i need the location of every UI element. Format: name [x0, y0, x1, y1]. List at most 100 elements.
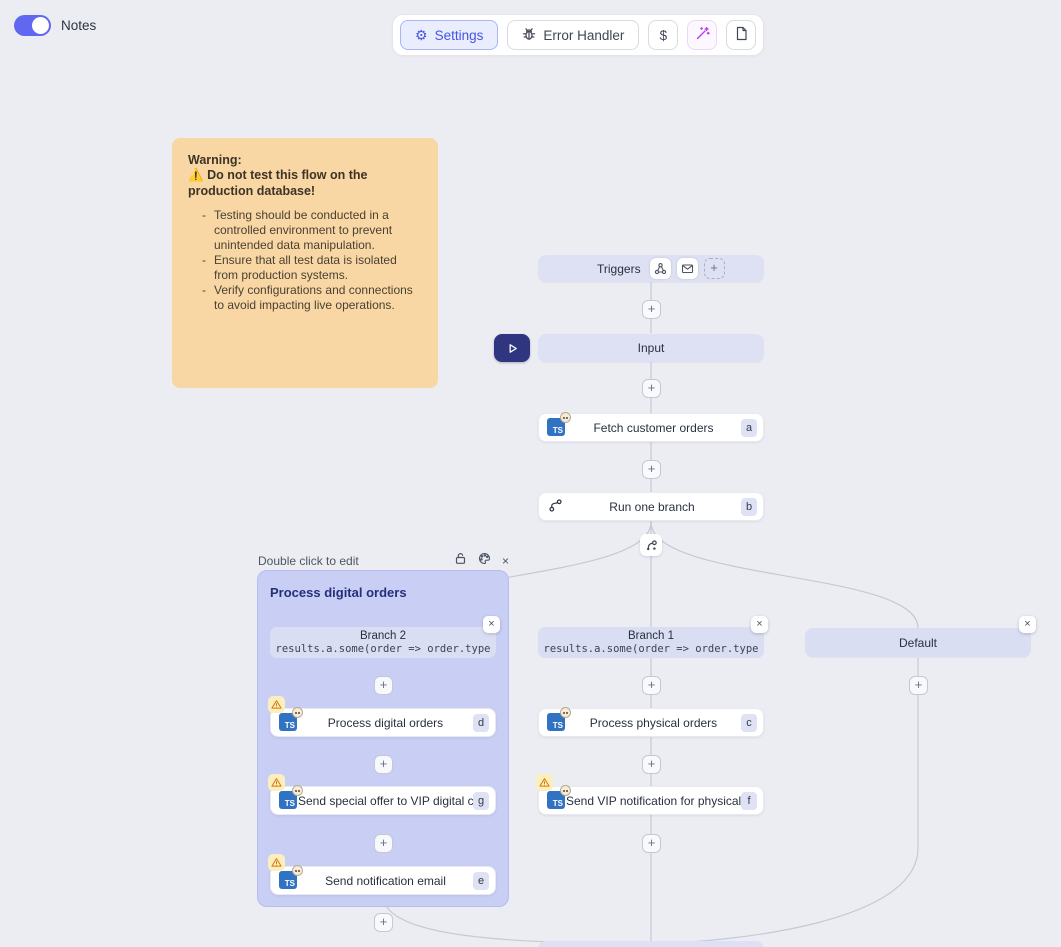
insert-step-button[interactable]: +	[374, 913, 393, 932]
note-alert: ⚠️ Do not test this flow on the producti…	[188, 168, 368, 198]
warning-badge	[536, 774, 553, 791]
plus-icon: +	[379, 835, 388, 850]
notes-toggle-group: Notes	[14, 15, 96, 36]
error-handler-label: Error Handler	[543, 27, 625, 43]
step-node-run-one-branch[interactable]: Run one branch b	[538, 492, 764, 521]
branch2-node[interactable]: Branch 2 results.a.some(order => order.t…	[270, 627, 496, 658]
insert-step-button[interactable]: +	[642, 676, 661, 695]
typescript-icon: TS	[279, 785, 303, 810]
group-edit-hint: Double click to edit	[258, 554, 359, 568]
step-id-badge: b	[741, 497, 757, 516]
step-id-badge: d	[473, 713, 489, 732]
plus-icon: +	[647, 301, 656, 316]
warning-emoji-icon: ⚠️	[188, 168, 204, 182]
run-flow-button[interactable]	[494, 334, 530, 362]
top-toolbar: ⚙ Settings Error Handler $	[392, 14, 765, 56]
triggers-node[interactable]: Triggers +	[538, 255, 764, 282]
plus-icon: +	[379, 677, 388, 692]
branch-condition: results.a.some(order => order.type	[543, 642, 759, 655]
step-label: Process digital orders	[327, 715, 444, 730]
settings-label: Settings	[434, 27, 484, 43]
plus-icon: +	[647, 756, 656, 771]
bun-runtime-icon	[560, 785, 571, 796]
branch-condition: results.a.some(order => order.type	[275, 642, 491, 655]
group-close-icon[interactable]: ×	[501, 554, 509, 568]
warning-badge	[268, 774, 285, 791]
email-trigger-button[interactable]	[676, 258, 698, 279]
typescript-icon: TS	[279, 707, 303, 732]
triggers-label: Triggers	[597, 261, 641, 276]
insert-step-button[interactable]: +	[642, 834, 661, 853]
step-node-send-notification-email[interactable]: TS Send notification email e	[270, 865, 496, 895]
bun-runtime-icon	[292, 865, 303, 876]
add-trigger-button[interactable]: +	[703, 258, 725, 279]
next-step-node[interactable]	[538, 941, 764, 947]
typescript-icon: TS	[547, 412, 571, 437]
insert-step-button[interactable]: +	[374, 834, 393, 853]
insert-step-button[interactable]: +	[642, 300, 661, 319]
input-node[interactable]: Input	[538, 334, 764, 362]
magic-wand-icon	[695, 26, 710, 44]
step-node-process-digital-orders[interactable]: TS Process digital orders d	[270, 707, 496, 737]
branch1-node[interactable]: Branch 1 results.a.some(order => order.t…	[538, 627, 764, 658]
notes-toggle[interactable]	[14, 15, 51, 36]
play-icon	[509, 343, 517, 353]
branch-split-icon	[640, 534, 662, 556]
step-node-process-physical-orders[interactable]: TS Process physical orders c	[538, 707, 764, 737]
warning-badge	[268, 696, 285, 713]
insert-step-button[interactable]: +	[374, 676, 393, 695]
plus-icon: +	[379, 756, 388, 771]
plus-icon: +	[647, 380, 656, 395]
insert-step-button[interactable]: +	[374, 755, 393, 774]
remove-branch1-button[interactable]: ×	[751, 616, 768, 633]
document-button[interactable]	[726, 20, 757, 50]
step-label: Send VIP notification for physical...	[566, 793, 741, 808]
group-process-digital-orders[interactable]	[257, 570, 509, 907]
typescript-icon: TS	[279, 865, 303, 890]
step-node-fetch-customer-orders[interactable]: TS Fetch customer orders a	[538, 412, 764, 442]
warning-note[interactable]: Warning: ⚠️ Do not test this flow on the…	[172, 138, 438, 388]
default-branch-node[interactable]: Default	[805, 628, 1031, 657]
insert-step-button[interactable]: +	[909, 676, 928, 695]
error-handler-button[interactable]: Error Handler	[507, 20, 640, 50]
close-icon: ×	[756, 618, 763, 630]
ai-wand-button[interactable]	[687, 20, 718, 50]
remove-default-branch-button[interactable]: ×	[1019, 616, 1036, 633]
lock-icon[interactable]	[454, 552, 467, 570]
note-title: Warning:	[188, 153, 242, 167]
warning-badge	[268, 854, 285, 871]
insert-step-button[interactable]: +	[642, 460, 661, 479]
plus-icon: +	[647, 677, 656, 692]
notes-label: Notes	[61, 18, 97, 33]
dollar-button[interactable]: $	[648, 20, 679, 50]
bun-runtime-icon	[292, 785, 303, 796]
step-node-send-vip-notification[interactable]: TS Send VIP notification for physical...…	[538, 785, 764, 815]
input-label: Input	[637, 341, 665, 355]
plus-icon: +	[647, 461, 656, 476]
step-id-badge: c	[741, 713, 757, 732]
note-bullet: -Ensure that all test data is isolated f…	[202, 253, 397, 282]
insert-step-button[interactable]: +	[642, 379, 661, 398]
webhook-trigger-button[interactable]	[649, 258, 671, 279]
branch-label: Branch 1	[627, 629, 675, 642]
step-label: Process physical orders	[589, 715, 718, 730]
git-branch-icon	[548, 498, 563, 516]
close-icon: ×	[488, 618, 495, 630]
step-node-send-special-offer[interactable]: TS Send special offer to VIP digital c..…	[270, 785, 496, 815]
group-title: Process digital orders	[270, 585, 407, 600]
plus-icon: +	[710, 260, 718, 275]
note-bullet: -Testing should be conducted in a contro…	[202, 208, 393, 252]
palette-icon[interactable]	[478, 552, 491, 570]
note-bullet: -Verify configurations and connections t…	[202, 283, 413, 312]
insert-step-button[interactable]: +	[642, 755, 661, 774]
step-id-badge: e	[473, 871, 489, 890]
settings-button[interactable]: ⚙ Settings	[400, 20, 499, 50]
document-icon	[735, 26, 748, 44]
plus-icon: +	[914, 677, 923, 692]
step-id-badge: f	[741, 791, 757, 810]
bun-runtime-icon	[292, 707, 303, 718]
step-id-badge: g	[473, 791, 489, 810]
remove-branch2-button[interactable]: ×	[483, 616, 500, 633]
bun-runtime-icon	[560, 412, 571, 423]
